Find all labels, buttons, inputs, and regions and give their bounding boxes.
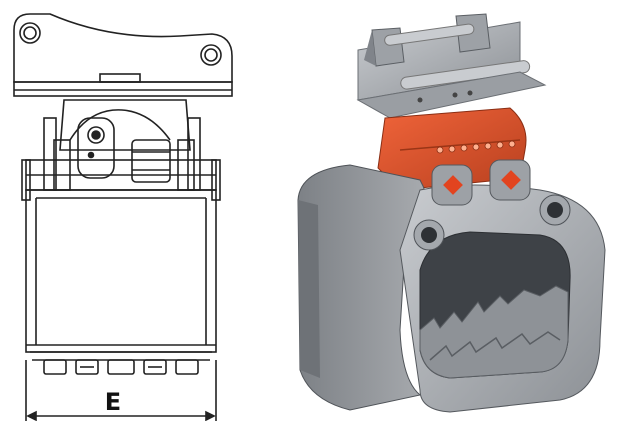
rotator-housing <box>59 99 191 151</box>
render-cylinder-caps <box>431 159 531 206</box>
pin-hole-right-inner <box>204 48 218 62</box>
render-mounting-bracket <box>356 13 547 119</box>
pin-hole-left-inner <box>23 26 37 40</box>
technical-drawing <box>13 13 233 421</box>
rotator-hub <box>77 117 115 179</box>
mounting-bracket <box>13 13 233 83</box>
render-jaws <box>297 164 606 413</box>
render-rotator <box>377 107 527 191</box>
diamond-mark-left <box>443 175 463 195</box>
pin-hole-left <box>19 22 41 44</box>
jaw-teeth <box>43 359 199 375</box>
hydraulic-motor <box>131 139 171 183</box>
rendered-grapple <box>297 13 606 413</box>
pin-hole-right <box>200 44 222 66</box>
bracket-tab <box>99 73 141 83</box>
dimension-e <box>25 360 217 421</box>
dimension-label-e: E <box>105 388 121 416</box>
rotator-pin <box>87 126 105 144</box>
jaw-body <box>25 189 217 353</box>
bracket-plate <box>13 81 233 97</box>
